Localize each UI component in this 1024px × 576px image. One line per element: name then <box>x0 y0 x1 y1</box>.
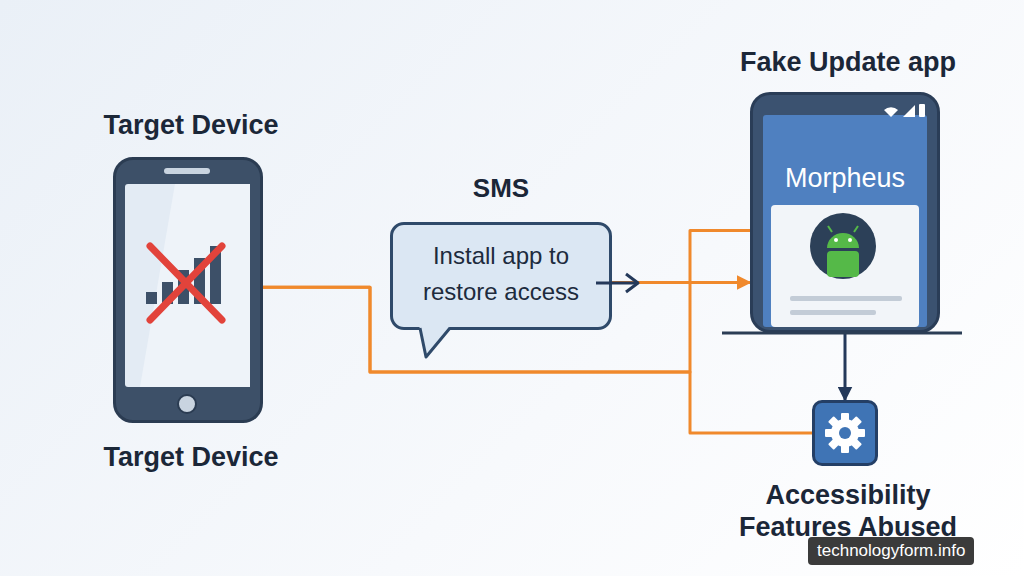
bubble-tail <box>419 325 451 357</box>
bubble-tail-outline <box>420 328 450 357</box>
connector-line <box>612 281 750 284</box>
device-phone: Target DeviceTarget Device <box>113 157 263 423</box>
phone-screen <box>125 184 250 387</box>
message-arrow <box>596 282 636 285</box>
app-card <box>771 205 919 327</box>
node-text: Target Device <box>66 442 316 473</box>
sms-bubble: SMSInstall app to restore access <box>390 222 612 330</box>
message-arrow-head <box>626 274 638 292</box>
node-text: Install app to restore access <box>407 238 595 310</box>
connector-line <box>263 231 750 372</box>
home-button <box>178 395 196 413</box>
app-screen: Morpheus <box>763 115 927 327</box>
app-icon-circle <box>810 213 876 279</box>
connector-line <box>844 333 847 400</box>
node-text: Fake Update app <box>703 47 993 78</box>
watermark: technologyform.info <box>808 537 974 565</box>
phone-stand-line <box>722 332 962 335</box>
screen-shine <box>140 184 250 387</box>
node-text: Morpheus <box>763 163 927 194</box>
accessibility-icon: Accessibility Features Abused <box>812 400 878 466</box>
status-icons <box>884 104 925 117</box>
node-text: Accessibility Features Abused <box>733 479 963 543</box>
fake-app-phone: Fake Update appMorpheus <box>750 92 940 333</box>
text-placeholder <box>790 296 902 301</box>
no-signal-cross <box>150 246 222 320</box>
text-placeholder <box>790 310 876 315</box>
signal-bars <box>146 246 221 304</box>
gear-icon <box>825 413 865 453</box>
node-text: SMS <box>390 173 612 204</box>
android-icon <box>827 226 859 277</box>
node-text: Target Device <box>66 110 316 141</box>
android-eye <box>848 238 852 242</box>
phone-speaker <box>164 168 210 174</box>
android-eye <box>834 238 838 242</box>
